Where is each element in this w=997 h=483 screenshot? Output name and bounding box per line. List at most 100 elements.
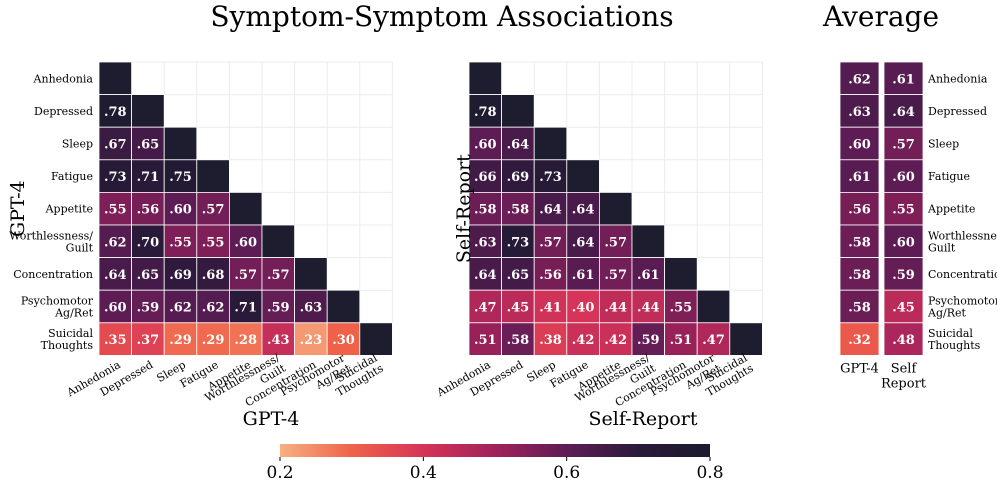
average-cell — [839, 322, 880, 356]
average-cell — [883, 257, 924, 291]
average-cell — [883, 322, 924, 356]
heatmap-cell — [98, 224, 132, 258]
row-label: Anhedonia — [33, 72, 94, 85]
cell-label: .70 — [137, 235, 160, 250]
average-cell — [883, 94, 924, 128]
heatmap-cell — [468, 159, 502, 193]
average-cell — [883, 61, 924, 95]
cell-label: .55 — [202, 235, 225, 250]
average-cell — [839, 289, 880, 324]
cell-label: .60 — [892, 235, 915, 250]
cell-label: .45 — [892, 301, 915, 316]
cell-label: .64 — [474, 268, 497, 283]
heatmap-cell — [163, 322, 198, 356]
cell-label: .59 — [637, 333, 660, 348]
heatmap-cell — [131, 126, 165, 161]
row-label: Appetite — [45, 203, 93, 216]
cell-label: .47 — [474, 301, 497, 316]
cell-label: .29 — [169, 333, 192, 348]
cell-label: .55 — [670, 301, 693, 316]
heatmap-cell — [501, 224, 535, 258]
cell-label: .44 — [604, 301, 627, 316]
cell-label: .48 — [892, 333, 915, 348]
cell-label: .71 — [137, 170, 160, 185]
cell-label: .59 — [892, 268, 915, 283]
heatmap-cell — [228, 322, 263, 356]
cell-label: .78 — [104, 105, 127, 120]
main-title: Symptom-Symptom Associations — [210, 0, 673, 33]
y-axis-label: GPT-4 — [7, 180, 29, 237]
heatmap-cell — [566, 224, 600, 258]
cell-label: .62 — [202, 301, 225, 316]
heatmap-cell — [533, 289, 568, 324]
colorbar-tick-label: 0.2 — [266, 463, 293, 483]
cell-label: .64 — [572, 235, 595, 250]
cell-label: .58 — [848, 268, 871, 283]
average-cell — [883, 191, 924, 226]
heatmap-cell — [468, 322, 502, 356]
average-cell — [839, 159, 880, 193]
cell-label: .60 — [169, 203, 192, 218]
cell-label: .45 — [507, 301, 530, 316]
heatmap-cell — [294, 257, 328, 291]
heatmap-cell — [131, 322, 165, 356]
x-axis-label: GPT-4 — [243, 408, 300, 430]
heatmap-cell — [696, 322, 731, 356]
cell-label: .65 — [137, 268, 160, 283]
cell-label: .40 — [572, 301, 595, 316]
heatmap-cell — [696, 289, 731, 324]
cell-label: .56 — [539, 268, 562, 283]
cell-label: .42 — [604, 333, 627, 348]
heatmap-cell — [501, 94, 535, 128]
self-report-heatmap: .78.60.64.66.69.73.58.58.64.64.63.73.57.… — [434, 61, 763, 430]
heatmap-cell — [196, 289, 230, 324]
cell-label: .58 — [848, 301, 871, 316]
cell-label: .61 — [572, 268, 595, 283]
row-label: Concentration — [13, 268, 93, 281]
average-cell — [839, 257, 880, 291]
heatmap-cell — [326, 289, 361, 324]
heatmap-cell — [163, 126, 198, 161]
cell-label: .47 — [702, 333, 725, 348]
cell-label: .65 — [507, 268, 530, 283]
heatmap-cell — [729, 322, 763, 356]
heatmap-cell — [468, 94, 502, 128]
cell-label: .57 — [539, 235, 562, 250]
cell-label: .61 — [892, 72, 915, 87]
average-row-label: Appetite — [927, 203, 975, 216]
heatmap-cell — [566, 322, 600, 356]
heatmap-cell — [599, 257, 633, 291]
cell-label: .69 — [507, 170, 530, 185]
cell-label: .35 — [104, 333, 127, 348]
heatmap-cell — [533, 322, 568, 356]
heatmap-cell — [566, 159, 600, 193]
heatmap-cell — [131, 94, 165, 128]
cell-label: .57 — [604, 268, 627, 283]
heatmap-cell — [468, 224, 502, 258]
cell-label: .73 — [507, 235, 530, 250]
cell-label: .65 — [137, 138, 160, 153]
cell-label: .62 — [848, 72, 871, 87]
cell-label: .59 — [267, 301, 290, 316]
heatmap-cell — [468, 191, 502, 226]
heatmap-cell — [98, 94, 132, 128]
row-label: Fatigue — [51, 170, 93, 183]
cell-label: .55 — [892, 203, 915, 218]
heatmap-cell — [468, 61, 502, 95]
cell-label: .63 — [848, 105, 871, 120]
heatmap-cell — [501, 289, 535, 324]
cell-label: .29 — [202, 333, 225, 348]
cell-label: .69 — [169, 268, 192, 283]
cell-label: .57 — [892, 138, 915, 153]
cell-label: .44 — [637, 301, 660, 316]
cell-label: .63 — [300, 301, 323, 316]
cell-label: .37 — [137, 333, 160, 348]
cell-label: .58 — [507, 203, 530, 218]
y-axis-label: Self-Report — [453, 154, 475, 263]
cell-label: .55 — [104, 203, 127, 218]
heatmap-cell — [359, 322, 393, 356]
